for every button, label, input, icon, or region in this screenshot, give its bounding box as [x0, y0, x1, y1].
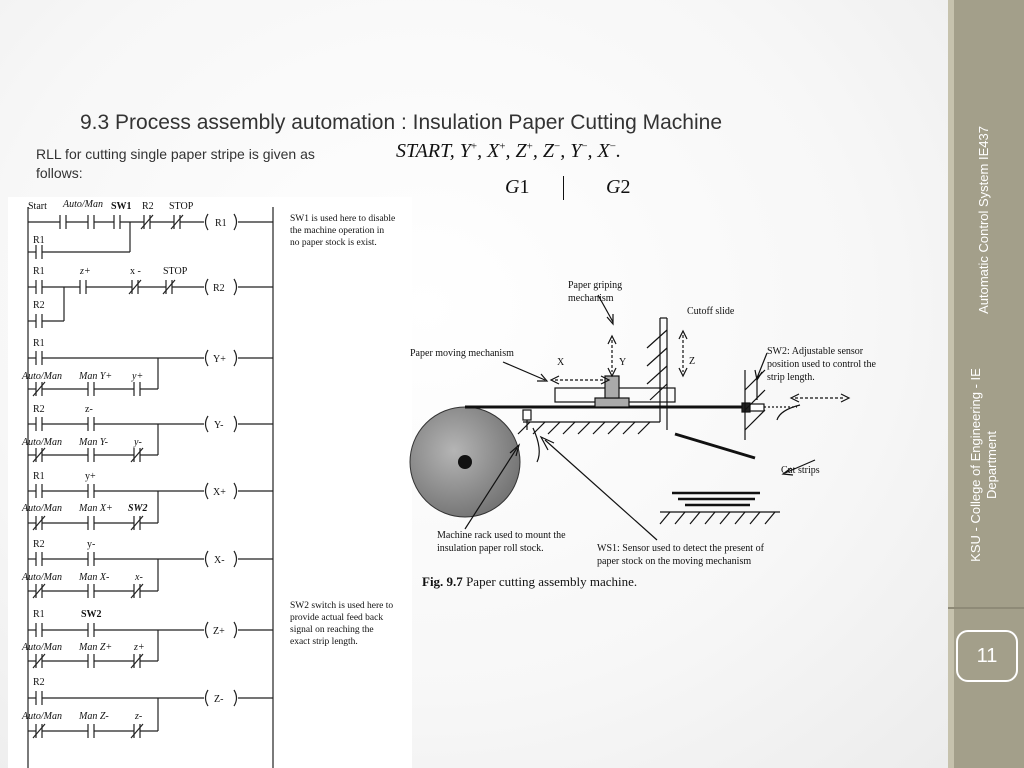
cut-strips-label: Cut strips	[781, 465, 820, 476]
ladder-label: SW1	[111, 201, 132, 212]
ladder-label: y-	[133, 437, 142, 448]
sw2-note: SW2 switch is used here to	[290, 601, 393, 611]
ladder-label: Auto/Man	[21, 371, 62, 382]
page-number: 11	[976, 644, 998, 667]
ladder-label: x-	[134, 572, 143, 583]
paper-moving-label: Paper moving mechanism	[410, 348, 514, 359]
ladder-label: Auto/Man	[21, 437, 62, 448]
ladder-label: R1	[33, 471, 45, 482]
rack-note: insulation paper roll stock.	[437, 543, 544, 554]
ladder-label: R2	[33, 404, 45, 415]
paper-griping-label: mechanism	[568, 293, 614, 304]
course-title: Automatic Control System IE437	[976, 126, 991, 314]
ladder-label: Auto/Man	[62, 199, 103, 210]
sequence-item: Y−	[570, 140, 588, 162]
coil-label: Y-	[214, 420, 223, 431]
department-line-1: KSU - College of Engineering - IE	[968, 368, 983, 562]
ladder-label: z-	[134, 711, 142, 722]
ladder-label: STOP	[169, 201, 194, 212]
ladder-label: Man Z-	[78, 711, 109, 722]
department-label: KSU - College of Engineering - IE Depart…	[968, 368, 1000, 562]
coil-label: Z-	[214, 694, 223, 705]
axis-y-label: Y	[619, 357, 626, 368]
paper-griping-label: Paper griping	[568, 280, 622, 291]
ladder-label: Man X+	[78, 503, 113, 514]
ladder-label: R1	[33, 266, 45, 277]
ladder-label: SW2	[128, 503, 147, 514]
ladder-label: R2	[33, 300, 45, 311]
ladder-label: Auto/Man	[21, 572, 62, 583]
sw1-note: SW1 is used here to disable	[290, 214, 395, 224]
sw2-sensor-note: strip length.	[767, 372, 815, 383]
ladder-label: Man Z+	[78, 642, 112, 653]
sidebar-accent	[948, 0, 954, 768]
intro-text: RLL for cutting single paper stripe is g…	[36, 146, 315, 181]
ladder-label: SW2	[81, 609, 102, 620]
axis-z-label: Z	[689, 356, 695, 367]
sequence-item: Z−	[542, 140, 561, 162]
ladder-label: z+	[133, 642, 145, 653]
coil-label: Z+	[213, 626, 225, 637]
ladder-label: R1	[33, 235, 45, 246]
axis-x-label: X	[557, 357, 565, 368]
sequence-item: Y+	[459, 140, 478, 162]
ws1-note: WS1: Sensor used to detect the present o…	[597, 543, 765, 554]
ladder-label: R1	[33, 338, 45, 349]
ladder-label: R2	[33, 677, 45, 688]
sw2-note: signal on reaching the	[290, 625, 374, 635]
sw1-note: the machine operation in	[290, 226, 384, 236]
ladder-label: z-	[85, 404, 93, 415]
coil-label: Y+	[213, 354, 226, 365]
ws1-note: paper stock on the moving mechanism	[597, 556, 751, 567]
page-number-badge: 11	[956, 630, 1018, 682]
ladder-label: y-	[87, 539, 95, 550]
group-1-label: G1	[505, 176, 530, 198]
sequence-item: X+	[487, 140, 506, 162]
sequence-start: START	[396, 140, 450, 162]
sw2-note: exact strip length.	[290, 637, 358, 647]
coil-label: X-	[214, 555, 225, 566]
ladder-label: STOP	[163, 266, 188, 277]
sw2-sensor-note: position used to control the	[767, 359, 876, 370]
rack-hatch	[517, 421, 651, 435]
ladder-label: Start	[28, 201, 47, 212]
coil-label: R2	[213, 283, 225, 294]
sequence-item: X−	[597, 140, 616, 162]
machine-diagram: Paper griping mechanism Cutoff slide Pap…	[409, 280, 876, 589]
ladder-label: z+	[79, 266, 91, 277]
group-2-label: G2	[606, 176, 631, 198]
ladder-label: Auto/Man	[21, 642, 62, 653]
ladder-label: Man Y-	[78, 437, 108, 448]
ladder-label: y+	[85, 471, 96, 482]
ladder-label: R1	[33, 609, 45, 620]
ladder-label: x -	[130, 266, 141, 277]
sidebar-separator	[948, 607, 1024, 609]
department-line-2: Department	[984, 431, 999, 499]
ladder-label: Auto/Man	[21, 503, 62, 514]
sequence-item: Z+	[515, 140, 533, 162]
cutoff-slide-label: Cutoff slide	[687, 306, 735, 317]
sw1-note: no paper stock is exist.	[290, 238, 377, 248]
ladder-label: Auto/Man	[21, 711, 62, 722]
group-divider	[563, 176, 564, 200]
coil-label: X+	[213, 487, 226, 498]
ladder-label: Man X-	[78, 572, 109, 583]
sequence-end: .	[615, 140, 621, 162]
coil-label: R1	[215, 218, 227, 229]
sw2-note: provide actual feed back	[290, 612, 383, 623]
figure-caption: Fig. 9.7 Paper cutting assembly machine.	[422, 574, 637, 589]
sequence-equation: START, Y+, X+, Z+, Z−, Y−, X−.	[396, 140, 621, 162]
ladder-label: R2	[33, 539, 45, 550]
ladder-diagram: Start Auto/Man SW1 R2 STOP R1 R1 R1 z+ x…	[8, 197, 412, 768]
sw2-sensor-note: SW2: Adjustable sensor	[767, 346, 864, 357]
ladder-label: y+	[131, 371, 143, 382]
ladder-label: Man Y+	[78, 371, 112, 382]
rack-note: Machine rack used to mount the	[437, 530, 566, 541]
slide-title: 9.3 Process assembly automation : Insula…	[80, 111, 723, 134]
ladder-label: R2	[142, 201, 154, 212]
